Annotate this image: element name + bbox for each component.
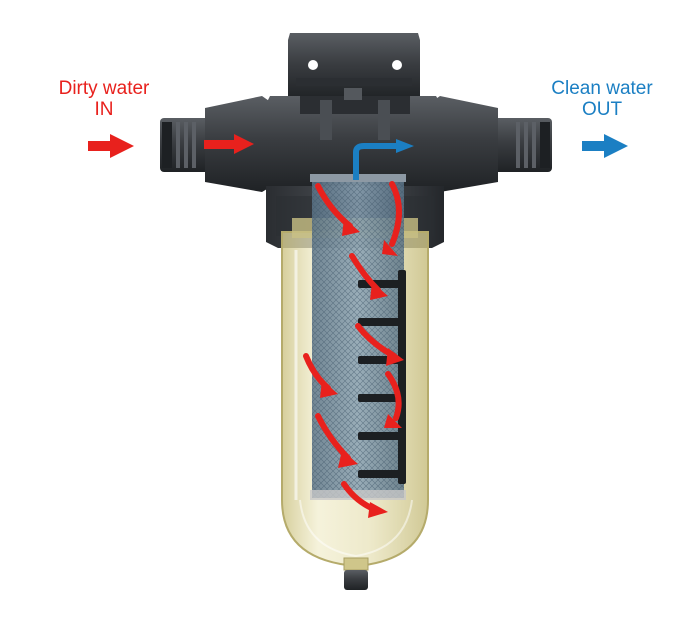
internal-inlet-arrow-icon <box>204 134 254 154</box>
outlet-label-line2: OUT <box>581 99 623 120</box>
inlet-label: Dirty water IN <box>44 78 164 120</box>
filter-mesh <box>310 174 406 500</box>
spiral-flow-arrowheads <box>320 218 404 518</box>
inlet-label-line2: IN <box>94 99 114 120</box>
drain-plug <box>343 557 369 590</box>
outlet-label-line1: Clean water <box>551 78 653 99</box>
outlet-arrow-icon <box>582 134 628 158</box>
internal-outlet-arrow-icon <box>353 139 414 180</box>
mount-hole-left <box>308 60 318 70</box>
inlet-label-line1: Dirty water <box>58 78 150 99</box>
mounting-bracket <box>288 33 420 100</box>
inlet-arrow-icon <box>88 134 134 158</box>
mount-hole-right <box>392 60 402 70</box>
outlet-label: Clean water OUT <box>532 78 672 120</box>
filter-head <box>262 88 446 192</box>
